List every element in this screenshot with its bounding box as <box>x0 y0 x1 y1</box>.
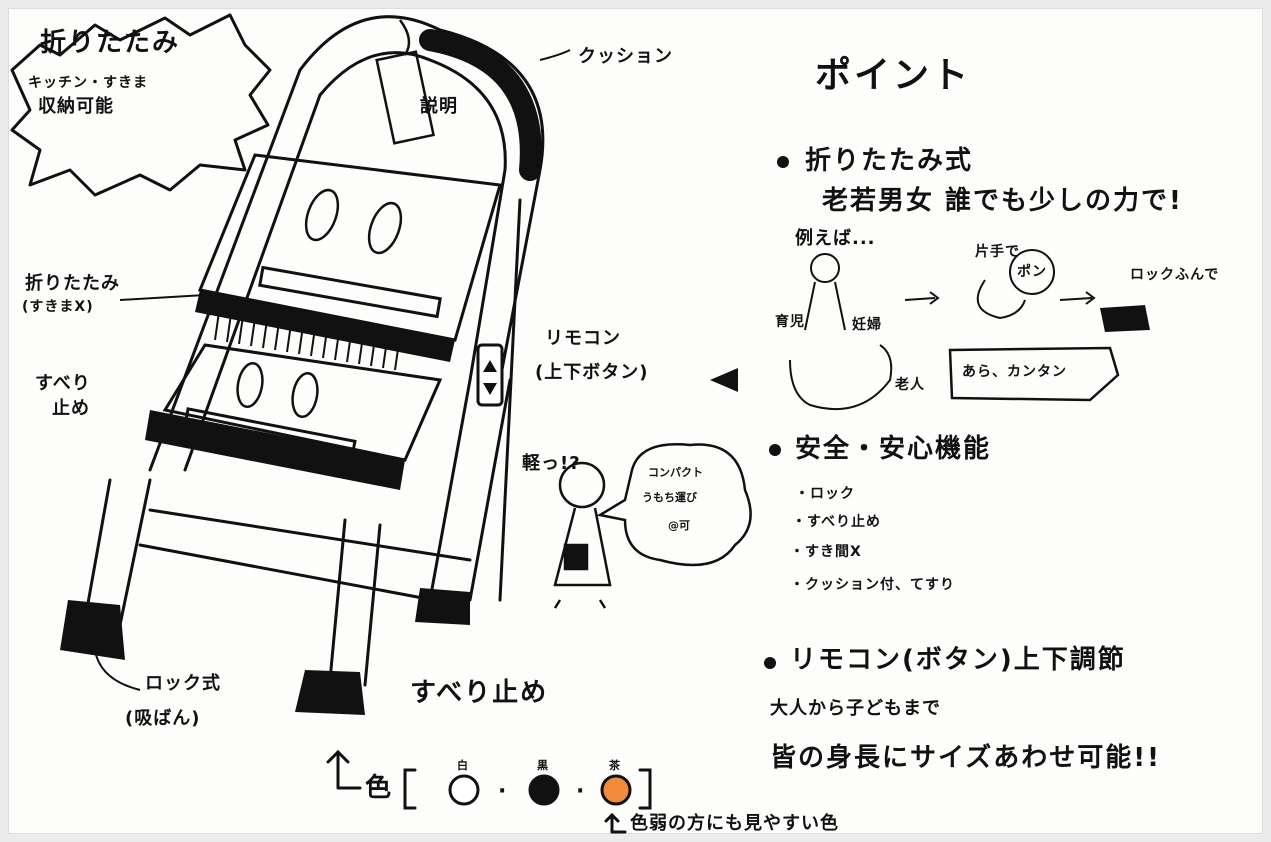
shoe-print <box>291 371 319 419</box>
bullet-dot <box>777 156 789 168</box>
section2-item: ・ロック <box>795 486 855 502</box>
manual-label: 説明 <box>420 96 458 117</box>
step-lock-pedal: ロックふんで <box>1130 267 1220 283</box>
bullet-dot <box>764 657 776 669</box>
character-light: 軽っ!? <box>522 453 581 474</box>
gap-hatch <box>214 304 401 371</box>
fold-burst-title: 折りたたみ <box>40 28 181 58</box>
lock-feet-label: ロック式 <box>145 673 221 694</box>
section2-item: ・すべり止め <box>792 514 882 530</box>
person-label-elderly: 老人 <box>895 377 925 393</box>
example-label: 例えば... <box>795 228 876 249</box>
lying-figure <box>789 344 893 411</box>
dot-separator: · <box>576 779 584 804</box>
character-head <box>558 461 606 509</box>
person-head <box>810 253 840 283</box>
pon-circle <box>1009 249 1055 295</box>
remote-up-button <box>483 360 497 372</box>
color-note: 色弱の方にも見やすい色 <box>630 813 839 834</box>
remote-down-button <box>483 383 497 395</box>
frame-arch-inner <box>183 51 507 472</box>
color-swatch-orange <box>600 774 632 806</box>
person-label-childcare: 育児 <box>775 314 805 330</box>
bracket-right <box>638 768 652 810</box>
lock-feet-sublabel: (吸ばん) <box>125 708 201 729</box>
right-leg <box>428 378 512 602</box>
lock-foot <box>60 600 125 660</box>
fold-burst-line: 収納可能 <box>38 96 114 117</box>
nonslip-foot <box>295 670 365 715</box>
section2-item: ・すき間X <box>790 544 862 560</box>
section2-title: 安全・安心機能 <box>795 434 992 464</box>
up-arrow <box>326 749 362 790</box>
easy-label: あら、カンタン <box>962 364 1067 380</box>
points-title: ポイント <box>815 55 972 96</box>
pedal-block <box>1100 305 1150 332</box>
fold-burst-line: キッチン・すきま <box>28 75 148 91</box>
section3-title: リモコン(ボタン)上下調節 <box>790 645 1126 675</box>
color-name-white: 白 <box>457 759 468 772</box>
left-leg <box>83 478 152 627</box>
person-body <box>804 281 846 331</box>
front-leg <box>328 518 382 687</box>
hand-arc <box>976 279 1026 320</box>
easy-bubble <box>948 346 1120 402</box>
fold-gap-sublabel: (すきまX) <box>22 299 94 315</box>
fold-gap-label: 折りたたみ <box>25 273 120 294</box>
bottom-rung <box>138 508 472 607</box>
step-one-hand: 片手で <box>975 244 1020 260</box>
person-label-pregnant: 妊婦 <box>852 317 882 333</box>
color-name-black: 黒 <box>537 759 548 772</box>
top-step-edge <box>195 290 455 362</box>
nonslip-label: すべり <box>35 373 91 394</box>
dot-separator: · <box>498 779 506 804</box>
remote-label: リモコン <box>545 328 621 349</box>
flow-arrow <box>904 291 940 305</box>
color-label: 色 <box>365 773 394 803</box>
nonslip-label: 止め <box>52 398 90 419</box>
bracket-left <box>403 768 417 810</box>
section3-line2: 皆の身長にサイズあわせ可能!! <box>770 743 1161 773</box>
manual-string <box>398 19 411 56</box>
color-arrow <box>604 812 627 834</box>
flow-arrow <box>1059 291 1096 305</box>
shoe-print <box>367 201 403 255</box>
shoe-print <box>304 188 340 242</box>
shoe-print <box>236 361 264 409</box>
cushion-label: クッション <box>578 46 673 67</box>
speech-bubble <box>596 443 752 567</box>
lower-step-band <box>183 407 357 459</box>
cushion-arch <box>419 29 542 181</box>
leader-line <box>119 294 206 301</box>
manual-tag <box>375 50 435 145</box>
leader-line <box>94 649 141 691</box>
leader-line <box>539 49 571 61</box>
character-bag <box>563 543 589 571</box>
nonslip-bottom-label: すべり止め <box>410 678 549 708</box>
lower-step-edge <box>145 410 405 490</box>
rear-foot <box>415 588 470 625</box>
section2-item: ・クッション付、てすり <box>790 577 955 593</box>
bubble-line: コンパクト <box>648 466 703 479</box>
section1-title: 折りたたみ式 <box>805 146 974 176</box>
bullet-dot <box>769 444 781 456</box>
bubble-line: @可 <box>668 519 690 532</box>
frame-arch <box>148 15 545 472</box>
bubble-line: うもち運び <box>642 491 697 504</box>
remote-control <box>476 343 504 407</box>
burst-outline <box>10 13 272 197</box>
color-swatch-white <box>448 774 480 806</box>
section3-line1: 大人から子どもまで <box>770 698 941 719</box>
top-step-band <box>258 265 442 319</box>
pointer-triangle <box>710 368 738 392</box>
rear-leg <box>498 198 522 602</box>
pon-label: ポン <box>1017 264 1047 280</box>
section1-subtitle: 老若男女 誰でも少しの力で! <box>822 186 1183 216</box>
remote-sublabel: (上下ボタン) <box>535 362 649 383</box>
color-name-orange: 茶 <box>609 759 620 772</box>
color-swatch-black <box>528 774 560 806</box>
